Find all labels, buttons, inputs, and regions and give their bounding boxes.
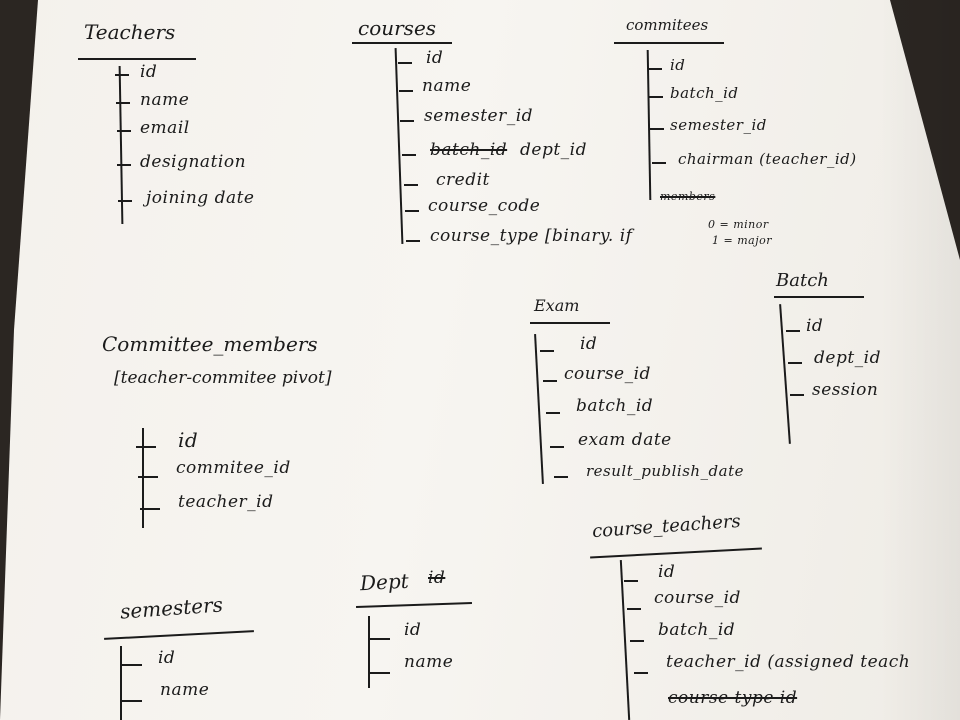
table-title: courses — [358, 16, 437, 40]
field: id — [140, 62, 158, 82]
field: id — [158, 648, 176, 668]
title-underline — [774, 296, 864, 298]
title-underline — [530, 322, 610, 324]
field: session — [812, 380, 879, 400]
field: chairman (teacher_id) — [678, 150, 857, 168]
field: id — [806, 316, 824, 336]
paper-shadow — [880, 0, 960, 720]
field: designation — [140, 152, 247, 172]
field: dept_id — [814, 348, 881, 368]
field: dept_id — [520, 140, 587, 160]
field: name — [422, 76, 472, 96]
field: id — [580, 334, 598, 354]
field: id — [426, 48, 444, 68]
field: id — [178, 428, 199, 452]
field: semester_id — [670, 116, 767, 134]
field-connector — [142, 428, 144, 528]
field: teacher_id (assigned teach — [666, 652, 911, 672]
table-subtitle: [teacher-commitee pivot] — [114, 368, 332, 388]
struck-field: batch_id — [430, 140, 508, 160]
field: id — [404, 620, 422, 640]
struck-field: members — [660, 190, 716, 203]
table-title: Batch — [776, 270, 829, 291]
field-connector — [120, 646, 122, 720]
field: batch_id — [576, 396, 654, 416]
type-note: 0 = minor — [708, 218, 769, 231]
field: course_id — [564, 364, 651, 384]
title-underline — [352, 42, 452, 44]
field: exam date — [578, 430, 672, 450]
field: semester_id — [424, 106, 534, 126]
field: email — [140, 118, 190, 138]
field: course_id — [654, 588, 741, 608]
title-underline — [614, 42, 724, 44]
field: course_type [binary. if — [430, 226, 633, 246]
field: name — [404, 652, 454, 672]
field: id — [670, 56, 686, 74]
field-connector — [368, 616, 370, 688]
struck-field: id — [428, 568, 446, 588]
field: teacher_id — [178, 492, 274, 512]
field: id — [658, 562, 676, 582]
field: batch_id — [658, 620, 736, 640]
field: commitee_id — [176, 458, 291, 478]
field: name — [140, 90, 190, 110]
table-title: Committee_members — [102, 332, 318, 356]
type-note: 1 = major — [712, 234, 772, 247]
table-title: commitees — [626, 16, 709, 34]
field: batch_id — [670, 84, 739, 102]
field: course_code — [428, 196, 541, 216]
field: credit — [436, 170, 490, 190]
table-title: Dept — [359, 568, 410, 596]
field: result_publish_date — [586, 462, 744, 480]
field: joining date — [146, 188, 255, 208]
struck-field: course type id — [668, 688, 798, 708]
title-underline — [78, 58, 196, 60]
table-title: Exam — [534, 296, 580, 315]
field: name — [160, 680, 210, 700]
table-title: Teachers — [84, 20, 176, 44]
